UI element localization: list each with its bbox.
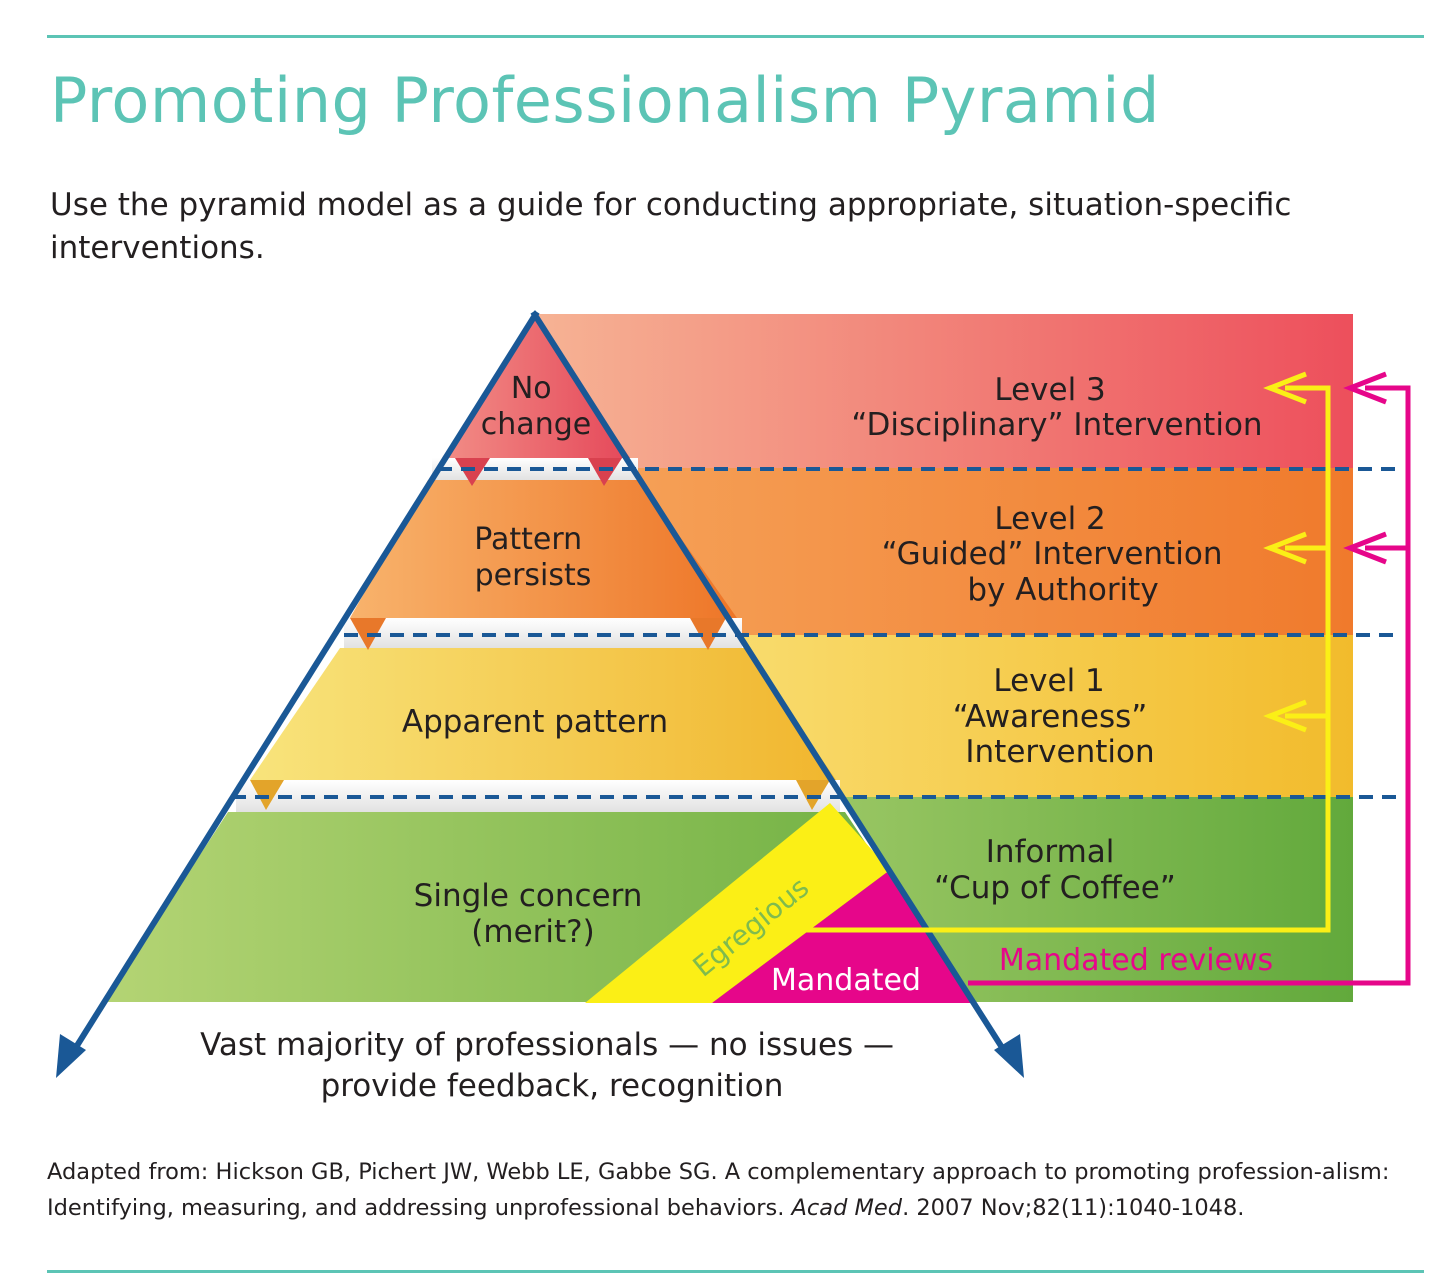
mandated-reviews-label: Mandated reviews (999, 943, 1273, 978)
tier-pattern-persists (350, 480, 737, 618)
level1-label: Level 1 “Awareness” Intervention (953, 663, 1157, 770)
arrowhead-yellow-icon (1263, 371, 1307, 405)
arrowhead-left-icon (56, 1034, 86, 1078)
tier-no-change (442, 318, 630, 458)
tier-label-pattern-persists: Pattern persists (474, 522, 591, 593)
arrowhead-magenta-icon (1343, 531, 1387, 565)
arrowhead-magenta-icon (1343, 371, 1387, 405)
top-rule (47, 35, 1424, 38)
tier-apparent-pattern (250, 648, 836, 780)
pyramid-edge-left (65, 310, 540, 1062)
yellow-feedback-line (806, 385, 1331, 933)
citation: Adapted from: Hickson GB, Pichert JW, We… (47, 1154, 1432, 1226)
tier-label-no-change: No change (481, 371, 591, 442)
level3-label: Level 3 “Disciplinary” Intervention (851, 372, 1262, 443)
fold-tab (588, 458, 622, 486)
mandated-label: Mandated (771, 963, 921, 998)
citation-text: Adapted from: Hickson GB, Pichert JW, We… (47, 1159, 1390, 1221)
base-caption: Vast majority of professionals — no issu… (200, 1027, 904, 1104)
level2-label: Level 2 “Guided” Intervention by Authori… (882, 501, 1233, 608)
page-subtitle: Use the pyramid model as a guide for con… (50, 187, 1292, 266)
informal-label: Informal “Cup of Coffee” (934, 834, 1176, 906)
egregious-wedge (585, 803, 890, 1003)
citation-details: . 2007 Nov;82(11):1040-1048. (902, 1195, 1245, 1221)
arrowhead-right-icon (994, 1034, 1024, 1078)
page-title: Promoting Professionalism Pyramid (50, 64, 1160, 137)
pyramid-edge-right (530, 310, 1013, 1062)
arrowhead-yellow-icon (1263, 699, 1307, 733)
magenta-review-line (968, 385, 1411, 986)
arrowhead-yellow-icon (1263, 531, 1307, 565)
fold-tab (455, 458, 490, 486)
bottom-rule (47, 1270, 1424, 1273)
tier-label-apparent-pattern: Apparent pattern (402, 704, 668, 740)
tier-label-single-concern: Single concern (merit?) (414, 878, 653, 950)
citation-journal: Acad Med (791, 1195, 903, 1221)
fold-tab (690, 618, 726, 650)
level3-band (535, 314, 1353, 468)
